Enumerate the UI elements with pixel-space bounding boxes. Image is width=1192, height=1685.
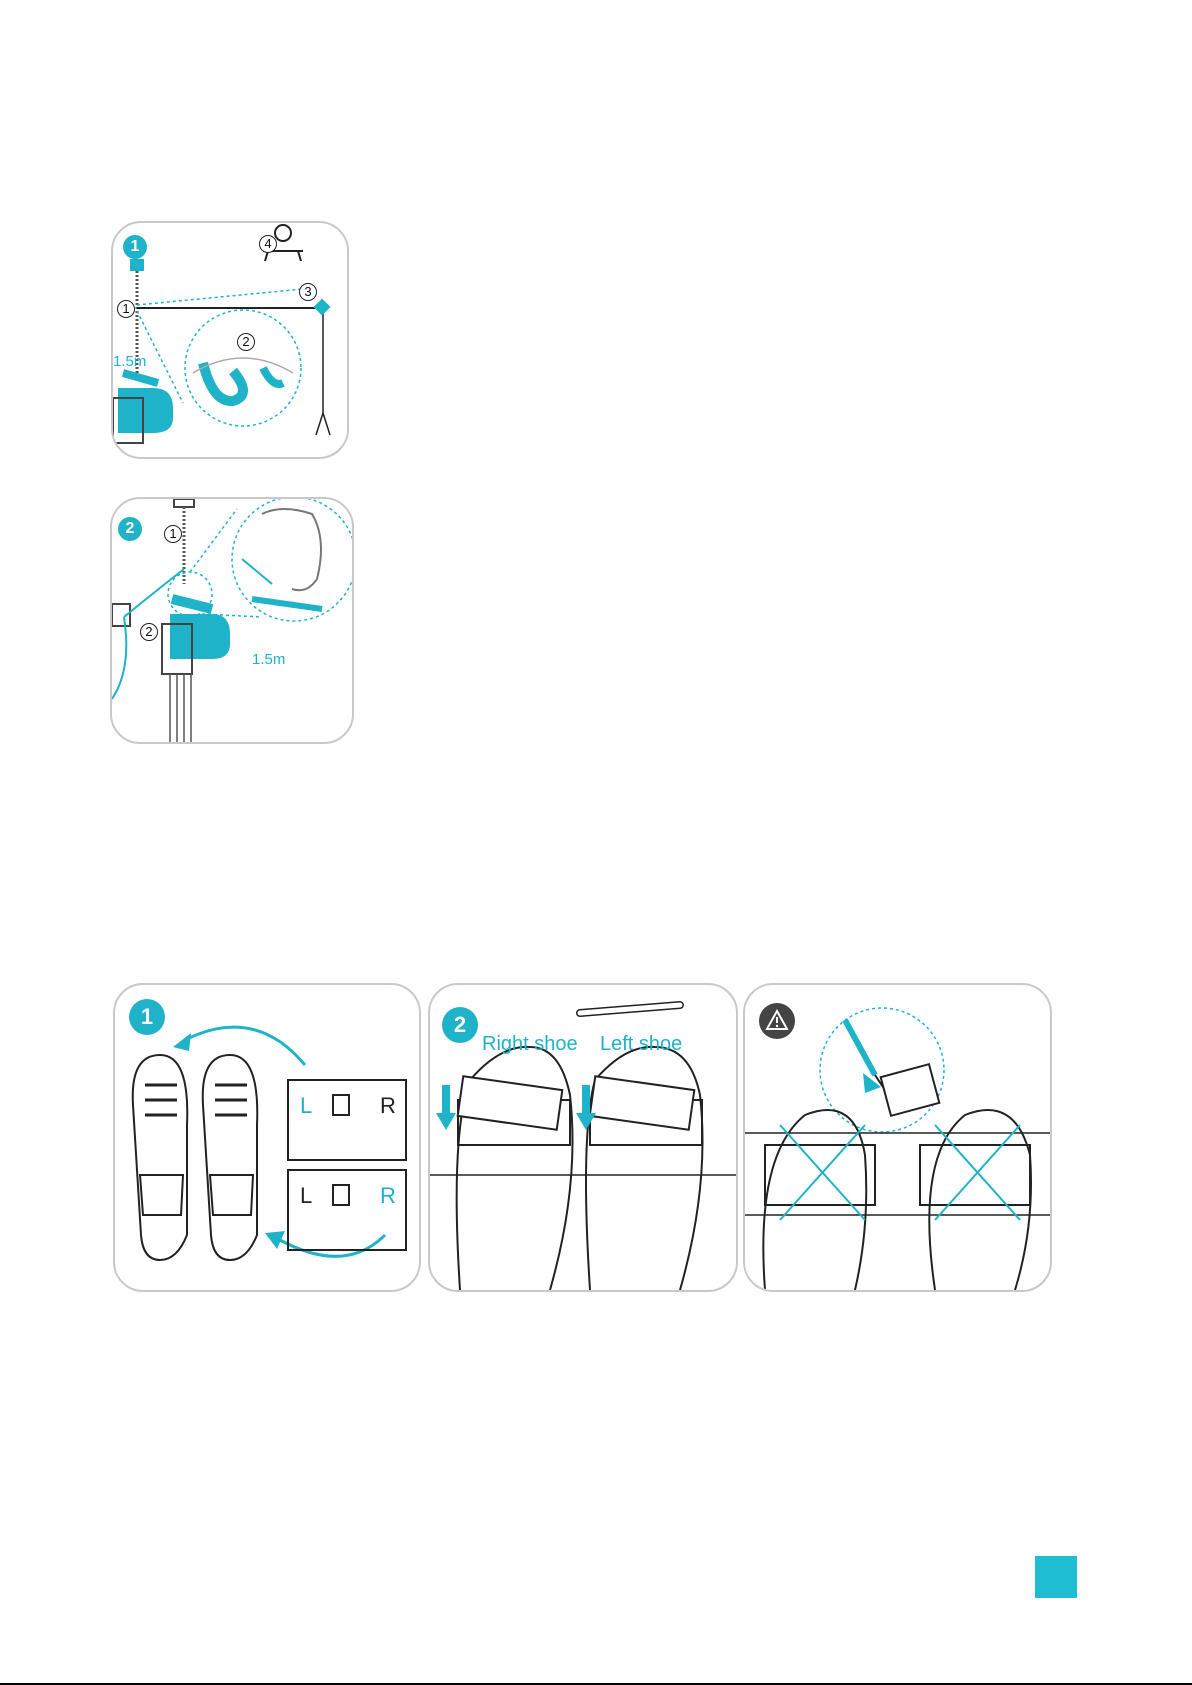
headset-hanging-illustration xyxy=(112,499,352,742)
page-marker xyxy=(1035,1556,1077,1598)
install-figure-1: 1 1 2 3 4 1.5m xyxy=(111,221,349,459)
callout-3: 3 xyxy=(299,283,317,301)
shoe-panel-3 xyxy=(743,983,1052,1292)
card-letter-l: L xyxy=(300,1093,312,1119)
callout-1: 1 xyxy=(117,300,135,318)
warning-triangle-icon xyxy=(759,1003,795,1039)
rope-installation-illustration xyxy=(113,223,347,457)
shoe-panel-2: 2 Right shoe Left shoe xyxy=(428,983,738,1292)
install-figure-2: 2 1 2 1.5m xyxy=(110,497,354,744)
height-label: 1.5m xyxy=(113,353,146,370)
step-badge: 2 xyxy=(118,517,142,541)
callout-2: 2 xyxy=(140,623,158,641)
shoe-panel-1: 1 L R L R xyxy=(113,983,421,1292)
callout-4: 4 xyxy=(259,235,277,253)
step-badge: 1 xyxy=(123,235,147,259)
left-shoe-label: Left shoe xyxy=(600,1033,682,1056)
callout-1: 1 xyxy=(164,525,182,543)
step-badge: 1 xyxy=(129,999,165,1035)
right-shoe-label: Right shoe xyxy=(482,1033,578,1056)
callout-2: 2 xyxy=(237,333,255,351)
step-badge: 2 xyxy=(442,1007,478,1043)
card-letter-r: R xyxy=(380,1093,396,1119)
card-letter-l: L xyxy=(300,1183,312,1209)
shoes-and-modules-illustration xyxy=(115,985,419,1290)
card-letter-r: R xyxy=(380,1183,396,1209)
height-label: 1.5m xyxy=(252,651,285,668)
